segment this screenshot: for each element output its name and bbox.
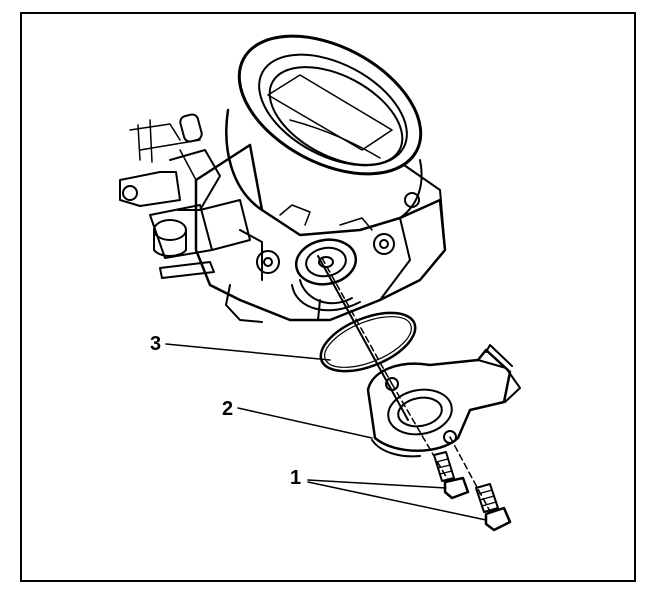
throttle-position-sensor	[366, 344, 521, 458]
tp-sensor-bolts	[433, 451, 512, 532]
callout-1: 1	[290, 467, 302, 489]
bolt-upper	[433, 451, 470, 500]
alignment-lines	[321, 257, 493, 516]
throttle-body	[194, 34, 447, 323]
bolt-lower	[475, 483, 512, 532]
callout-2: 2	[222, 398, 234, 420]
idle-air-control-assembly	[119, 113, 251, 279]
leader-lines	[165, 343, 487, 521]
callout-3: 3	[150, 333, 162, 355]
sensor-shaft-axis	[317, 255, 409, 421]
